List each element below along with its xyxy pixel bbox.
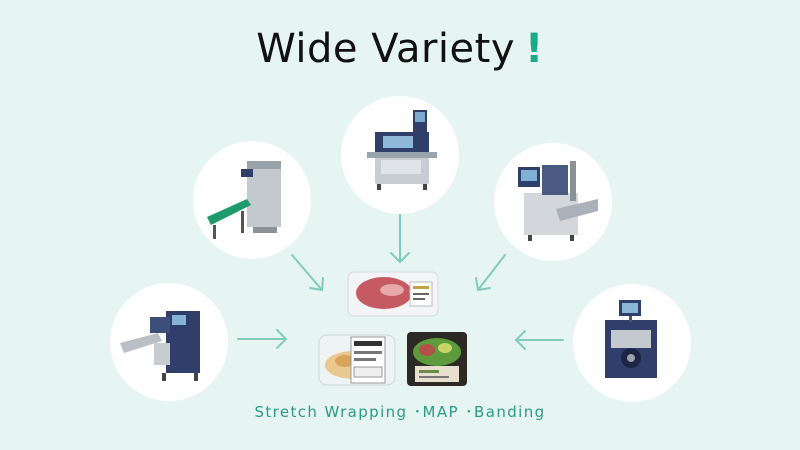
labeling-machine-icon [518,161,598,241]
salad-container-icon [318,334,396,386]
banding-machine-icon [605,300,657,378]
page-title: Wide Variety! [0,26,800,72]
arrow-upper-right [475,254,506,292]
title-exclamation: ! [525,26,544,72]
arrow-top [390,213,410,264]
wrapping-machine-icon [367,110,437,190]
arrow-upper-left [291,254,324,292]
machine-circle-lower-left [110,283,228,401]
conveyor-wrapper-icon [207,161,281,239]
meat-tray-icon [347,271,439,317]
machine-circle-upper-right [494,143,612,261]
title-text: Wide Variety [256,26,516,72]
machine-circle-upper-left [193,141,311,259]
automatic-wrapper-icon [120,311,200,381]
subtitle: Stretch Wrapping ･MAP ･Banding [254,403,546,421]
arrow-right [514,330,564,350]
machine-circle-top-center [341,96,459,214]
arrow-left [237,329,288,349]
salad-tray-icon [407,332,467,386]
machine-circle-lower-right [573,284,691,402]
